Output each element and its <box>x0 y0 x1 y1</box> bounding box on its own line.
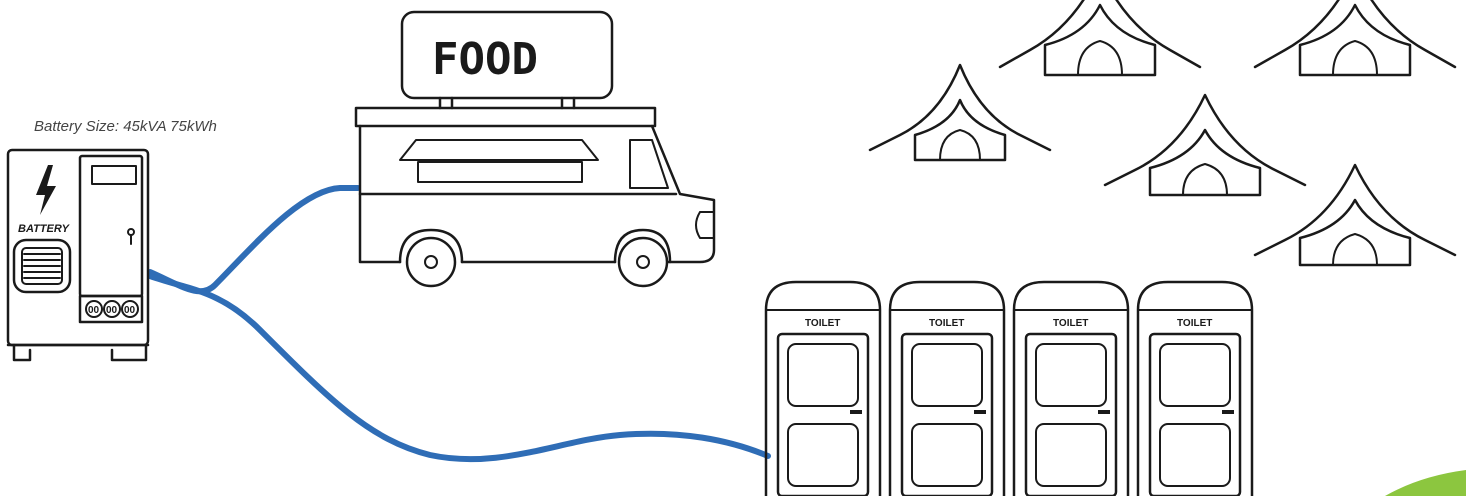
tent-icon <box>1000 0 1200 75</box>
tent-icon <box>870 65 1050 160</box>
vent-icon <box>14 240 70 292</box>
corner-accent <box>1385 470 1466 496</box>
toilet-4: TOILET <box>1138 282 1252 496</box>
toilet-label: TOILET <box>1053 318 1088 329</box>
svg-text:00: 00 <box>106 305 118 316</box>
toilet-label: TOILET <box>929 318 964 329</box>
tent-icon <box>1105 95 1305 195</box>
battery-label: BATTERY <box>18 223 71 235</box>
tent-icon <box>1255 0 1455 75</box>
svg-text:00: 00 <box>124 305 136 316</box>
toilet-2: TOILET <box>890 282 1004 496</box>
toilet-1: TOILET <box>766 282 880 496</box>
cable-to-food-truck <box>150 188 358 291</box>
cable-to-toilets <box>150 276 768 459</box>
outlet-icon: 00 00 00 <box>86 301 138 317</box>
food-sign: FOOD <box>432 34 538 85</box>
battery-unit: 00 00 00 BATTERY <box>8 150 148 360</box>
tent-icon <box>1255 165 1455 265</box>
toilet-label: TOILET <box>805 318 840 329</box>
lightning-icon <box>36 165 56 215</box>
toilet-label: TOILET <box>1177 318 1212 329</box>
food-truck: FOOD <box>356 12 714 286</box>
svg-text:00: 00 <box>88 305 100 316</box>
toilet-3: TOILET <box>1014 282 1128 496</box>
